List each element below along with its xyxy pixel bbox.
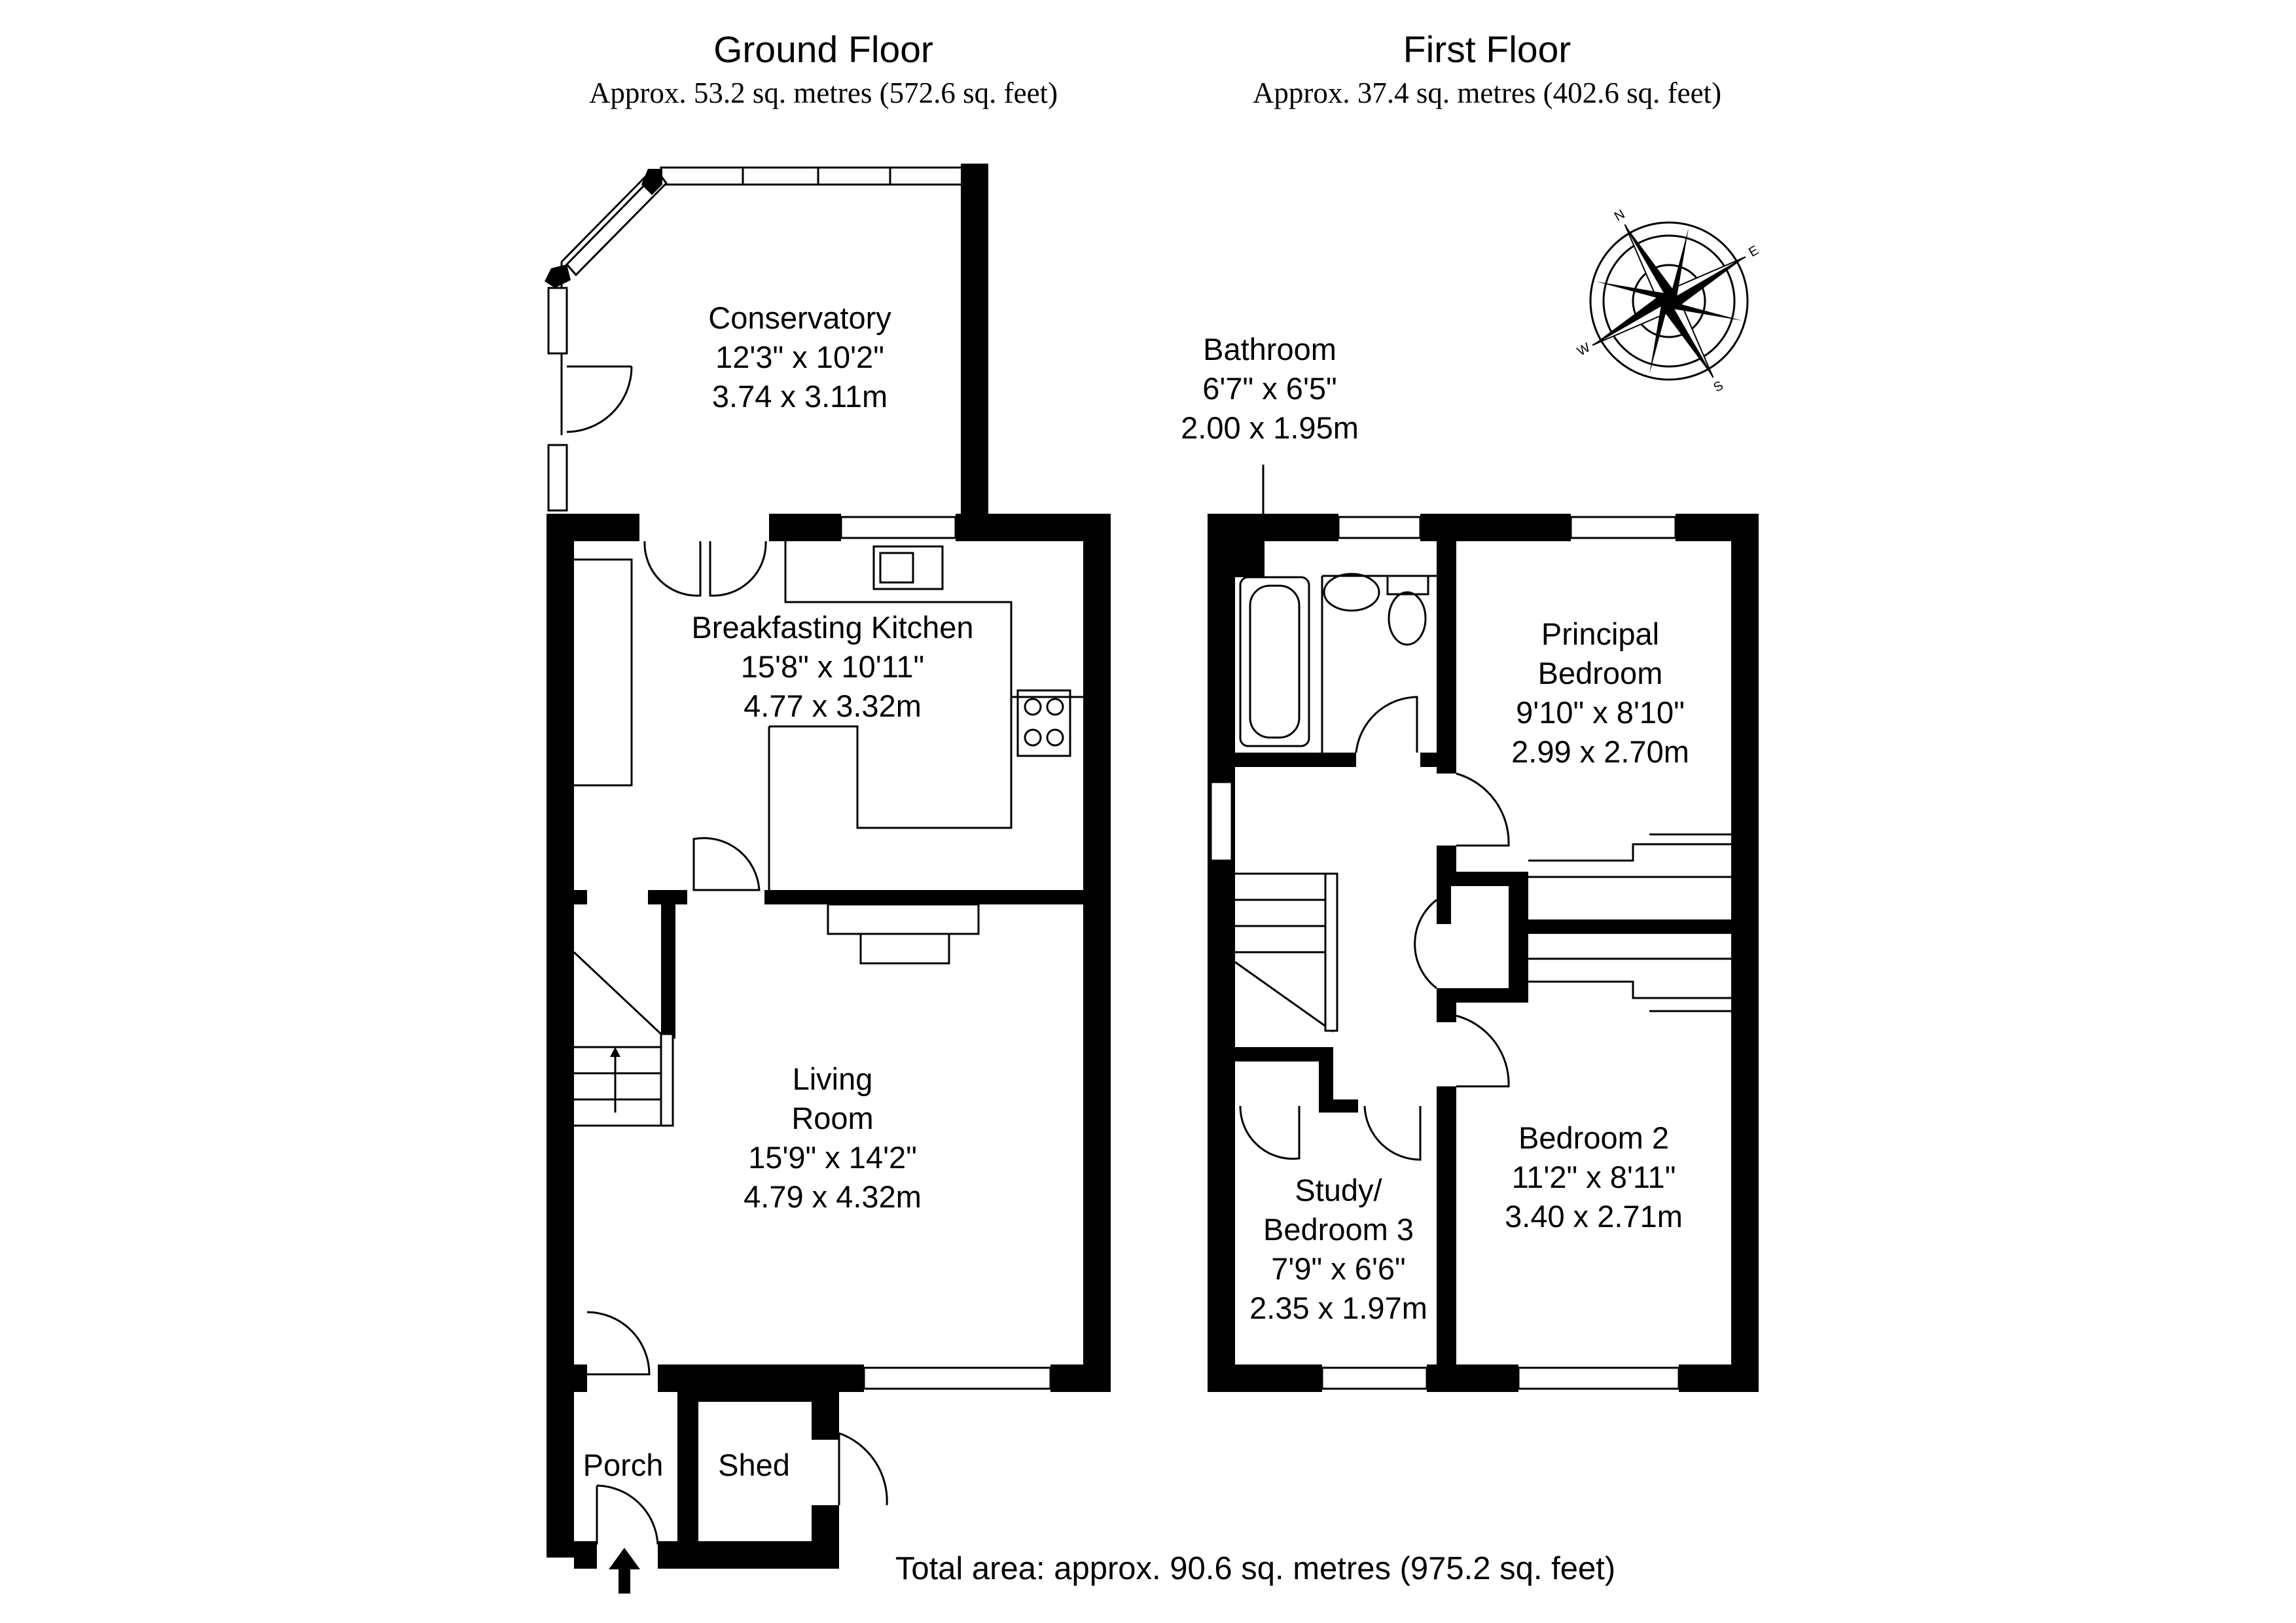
principal-bedroom-label: Principal Bedroom 9'10" x 8'10" 2.99 x 2…: [1511, 616, 1689, 769]
fireplace-icon: [827, 903, 980, 935]
principal-door: [1456, 772, 1510, 847]
study-label: Study/ Bedroom 3 7'9" x 6'6" 2.35 x 1.97…: [1249, 1173, 1427, 1325]
svg-text:11'2" x 8'11": 11'2" x 8'11": [1512, 1160, 1676, 1194]
ground-floor-title: Ground Floor: [713, 29, 933, 71]
svg-text:6'7" x 6'5": 6'7" x 6'5": [1202, 371, 1337, 406]
conservatory-side-window: [547, 287, 568, 355]
svg-text:Room: Room: [791, 1101, 873, 1135]
svg-text:4.79 x 4.32m: 4.79 x 4.32m: [744, 1179, 922, 1214]
entrance-arrow-icon: [609, 1548, 640, 1594]
svg-text:2.99 x 2.70m: 2.99 x 2.70m: [1511, 734, 1689, 769]
conservatory-lower-window: [547, 444, 568, 512]
svg-text:9'10" x 8'10": 9'10" x 8'10": [1516, 695, 1685, 730]
svg-text:Study/: Study/: [1295, 1173, 1382, 1207]
compass-letter-e: E: [1746, 243, 1761, 260]
cupboard-door: [1414, 899, 1437, 990]
svg-text:3.40 x 2.71m: 3.40 x 2.71m: [1505, 1199, 1683, 1234]
svg-text:2.35 x 1.97m: 2.35 x 1.97m: [1249, 1291, 1427, 1325]
french-door-right: [709, 541, 767, 597]
living-room-label: Living Room 15'9" x 14'2" 4.79 x 4.32m: [744, 1061, 922, 1214]
svg-text:Bedroom 2: Bedroom 2: [1518, 1120, 1669, 1155]
first-floor-title: First Floor: [1403, 29, 1571, 71]
compass-rose-icon: N E S W: [1575, 207, 1761, 395]
compass-letter-s: S: [1711, 378, 1726, 395]
first-floor-plan: [1208, 514, 1759, 1392]
landing-window: [1210, 781, 1233, 862]
study-door-right: [1363, 1105, 1422, 1161]
landing-handrail: [1324, 872, 1338, 1032]
svg-text:4.77 x 3.32m: 4.77 x 3.32m: [744, 688, 922, 723]
first-floor-area: Approx. 37.4 sq. metres (402.6 sq. feet): [1253, 77, 1721, 109]
bath-icon: [1239, 576, 1310, 747]
porch-front-door: [596, 1484, 659, 1545]
svg-text:15'9" x 14'2": 15'9" x 14'2": [748, 1140, 917, 1175]
conservatory-angled-window: [565, 169, 668, 277]
porch-inner-door: [586, 1311, 651, 1376]
stair-handrail: [660, 1033, 674, 1127]
sink-icon: [872, 545, 944, 590]
compass-letter-w: W: [1575, 340, 1592, 359]
svg-text:3.74 x 3.11m: 3.74 x 3.11m: [712, 379, 888, 414]
svg-text:Principal: Principal: [1541, 616, 1659, 651]
svg-text:7'9" x 6'6": 7'9" x 6'6": [1271, 1251, 1406, 1286]
total-area: Total area: approx. 90.6 sq. metres (975…: [895, 1551, 1615, 1586]
bathroom-label: Bathroom 6'7" x 6'5" 2.00 x 1.95m: [1181, 332, 1359, 445]
svg-text:Breakfasting Kitchen: Breakfasting Kitchen: [691, 610, 973, 645]
ground-floor-area: Approx. 53.2 sq. metres (572.6 sq. feet): [589, 77, 1058, 109]
study-window: [1321, 1366, 1428, 1390]
shed-label: Shed: [718, 1448, 790, 1482]
living-window: [863, 1366, 1052, 1390]
porch-label: Porch: [583, 1448, 664, 1482]
svg-text:Bedroom 3: Bedroom 3: [1263, 1212, 1414, 1247]
basin-icon: [1323, 573, 1380, 612]
svg-text:Bedroom: Bedroom: [1538, 656, 1663, 690]
french-door-left: [643, 541, 702, 597]
bedroom2-window: [1517, 1366, 1680, 1390]
study-door-left: [1239, 1105, 1300, 1160]
svg-text:Bathroom: Bathroom: [1203, 332, 1336, 366]
principal-window: [1570, 516, 1677, 539]
shed-door: [838, 1432, 888, 1506]
ground-floor-plan: [545, 164, 1111, 1594]
bathroom-door: [1355, 696, 1418, 753]
kitchen-door: [692, 837, 761, 891]
hob-icon: [1016, 689, 1071, 757]
svg-text:2.00 x 1.95m: 2.00 x 1.95m: [1181, 410, 1359, 445]
svg-text:Conservatory: Conservatory: [708, 300, 891, 335]
toilet-icon: [1386, 575, 1429, 596]
bedroom2-door: [1456, 1014, 1510, 1088]
svg-text:12'3" x 10'2": 12'3" x 10'2": [715, 340, 884, 374]
svg-text:Living: Living: [793, 1061, 873, 1096]
bathroom-window: [1337, 516, 1422, 539]
kitchen-window: [840, 516, 957, 539]
compass-letter-n: N: [1612, 207, 1628, 224]
conservatory-door: [566, 366, 633, 433]
conservatory-label: Conservatory 12'3" x 10'2" 3.74 x 3.11m: [708, 300, 891, 414]
svg-text:15'8" x 10'11": 15'8" x 10'11": [741, 649, 924, 684]
kitchen-label: Breakfasting Kitchen 15'8" x 10'11" 4.77…: [691, 610, 973, 723]
bedroom-2-label: Bedroom 2 11'2" x 8'11" 3.40 x 2.71m: [1505, 1120, 1683, 1234]
conservatory-window: [660, 166, 967, 186]
